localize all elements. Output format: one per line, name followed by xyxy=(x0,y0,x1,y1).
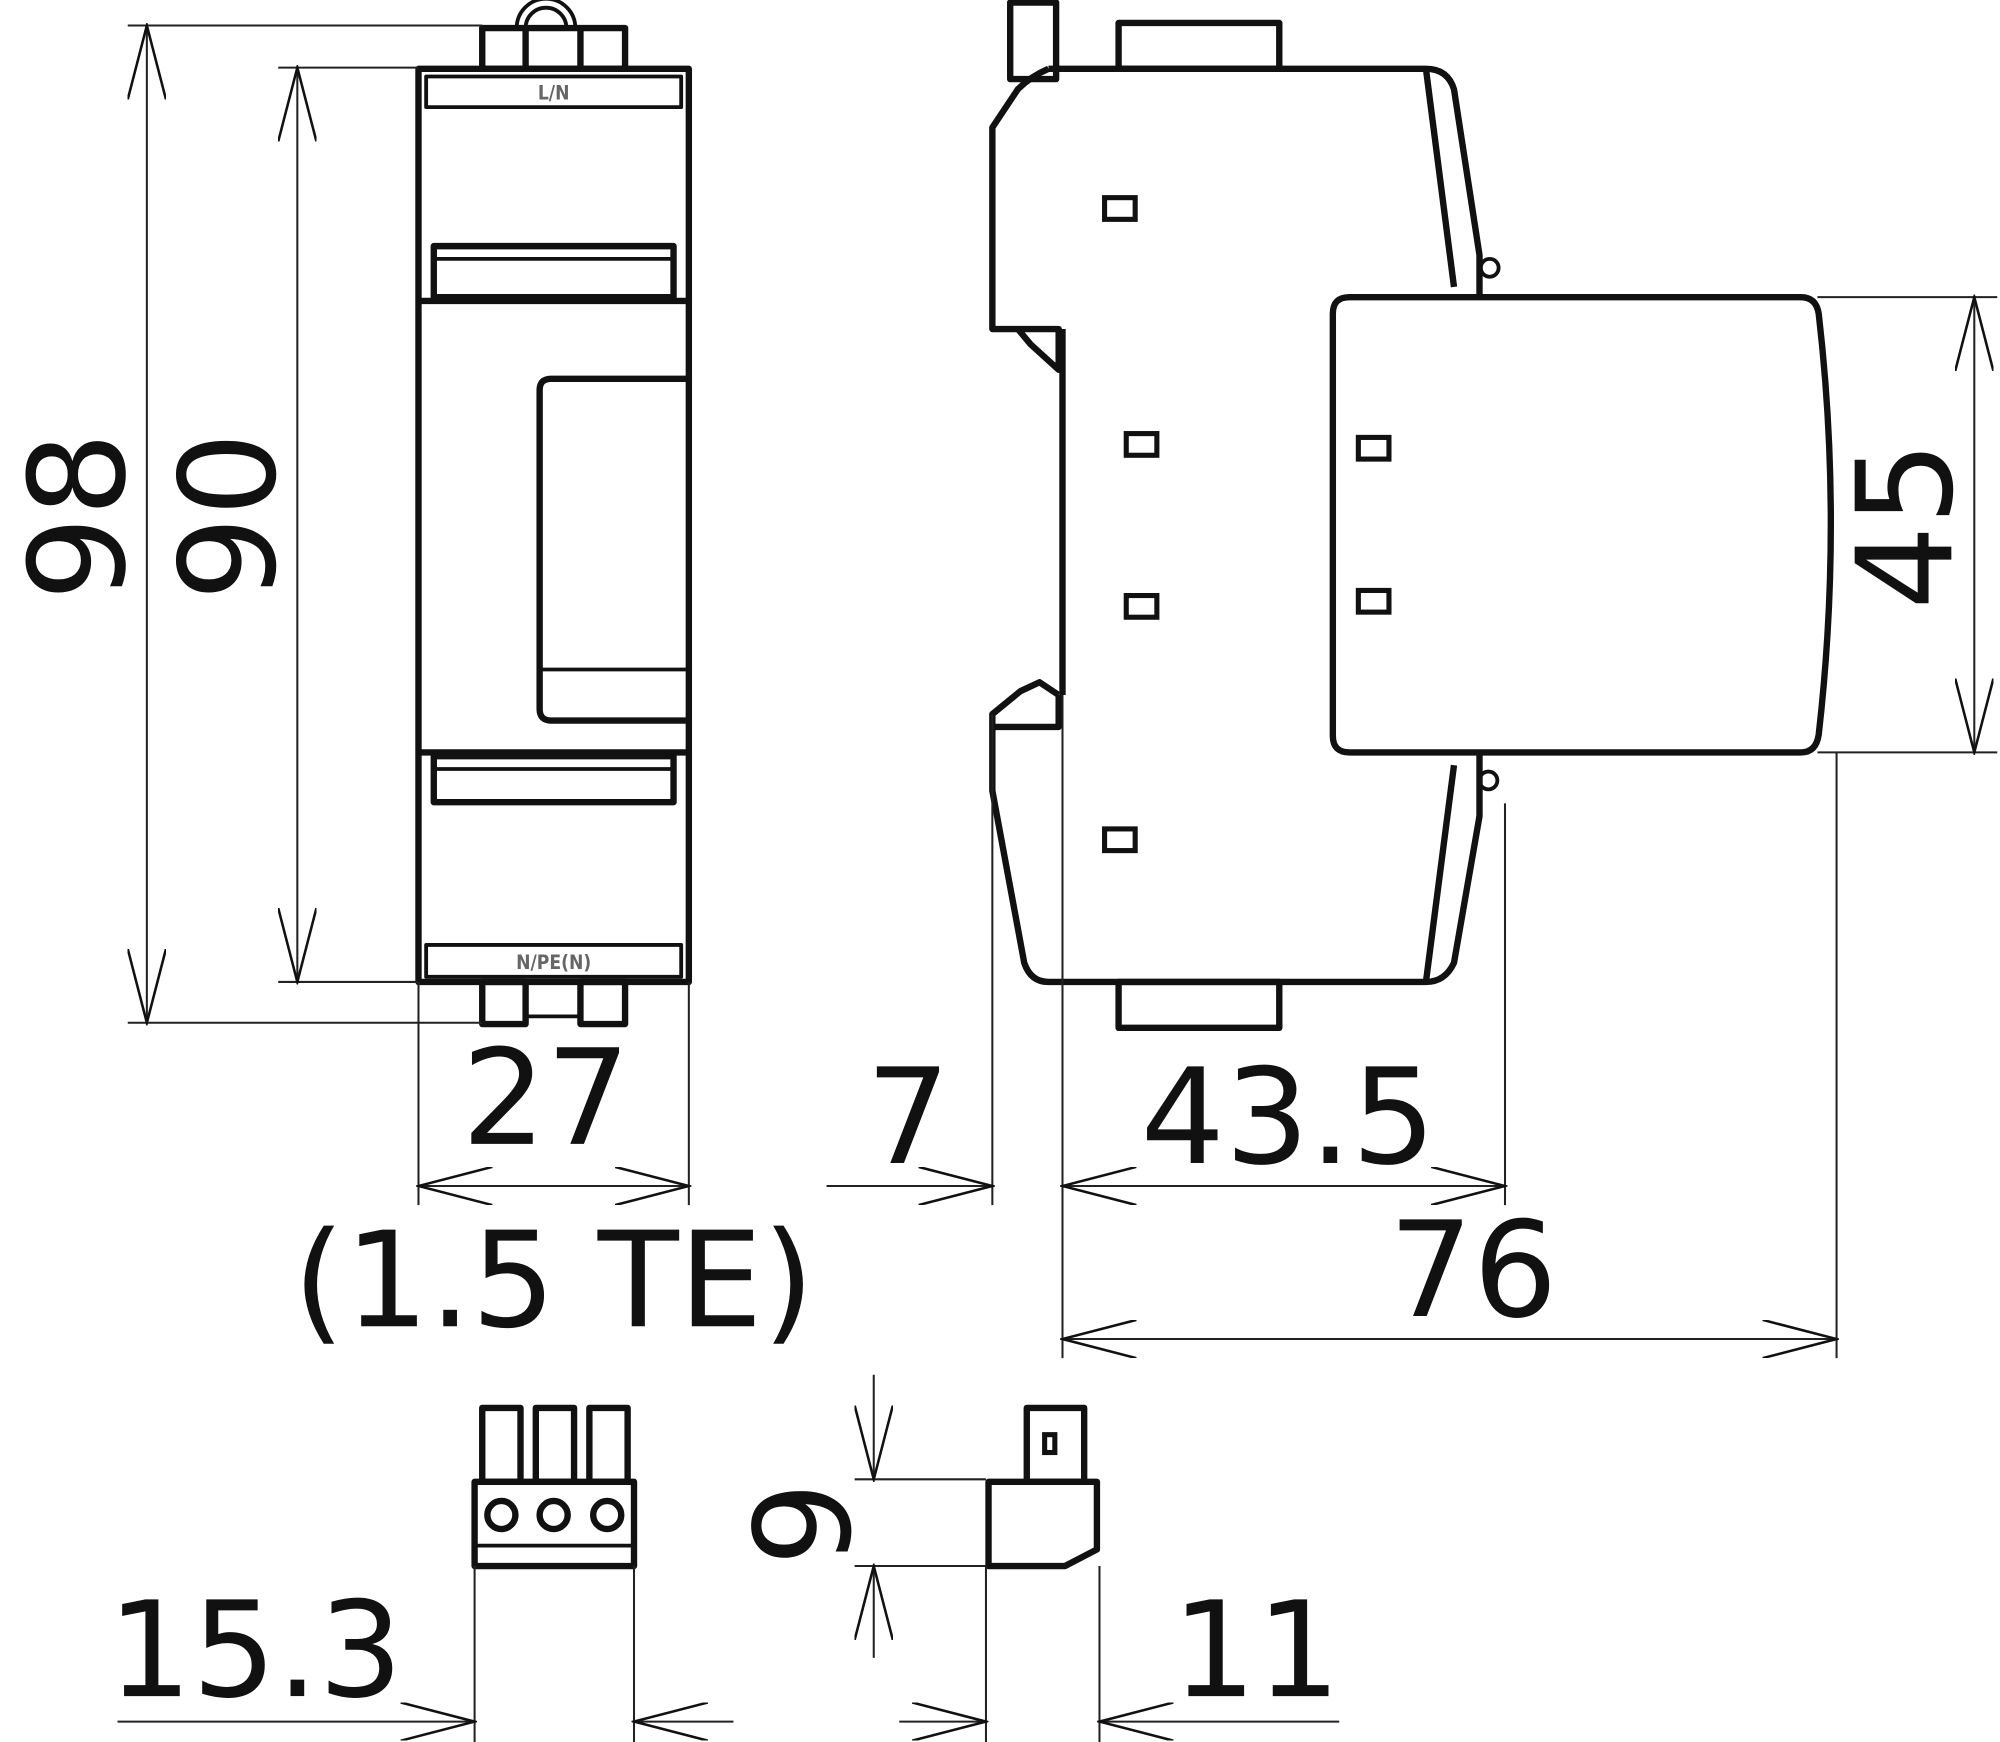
latch-square xyxy=(1102,195,1138,222)
dim-label-76: 76 xyxy=(1389,1194,1558,1348)
dim-connector-depth: 11 xyxy=(899,1566,1341,1742)
dim-module-height: 45 xyxy=(1817,297,1998,752)
terminal-label-top: L/N xyxy=(538,81,570,104)
dim-label-90: 90 xyxy=(152,432,306,601)
terminal-label-bottom: N/PE(N) xyxy=(516,951,591,974)
dim-label-43-5: 43.5 xyxy=(1141,1041,1436,1195)
latch-square xyxy=(1355,434,1392,462)
latch-square xyxy=(1102,826,1138,854)
dim-overall-height: 98 xyxy=(2,26,483,1023)
latch-square xyxy=(1123,592,1160,620)
dim-label-7: 7 xyxy=(866,1041,950,1195)
dim-label-98: 98 xyxy=(2,432,156,601)
connector-side-view xyxy=(985,1404,1101,1570)
dim-connector-width: 15.3 xyxy=(108,1566,734,1742)
dim-body-height: 90 xyxy=(152,68,419,982)
dim-connector-height: 9 xyxy=(728,1374,986,1658)
dim-label-27: 27 xyxy=(462,1022,631,1176)
latch-square xyxy=(1355,587,1392,615)
dim-depths: 7 43.5 76 xyxy=(826,695,1837,1359)
dim-label-15-3: 15.3 xyxy=(108,1574,403,1728)
dim-label-11: 11 xyxy=(1172,1574,1341,1728)
connector-front-view xyxy=(471,1404,638,1570)
dim-label-te: (1.5 TE) xyxy=(293,1204,814,1358)
dim-label-9: 9 xyxy=(728,1482,882,1566)
dim-label-45: 45 xyxy=(1829,441,1983,610)
latch-square xyxy=(1123,431,1160,458)
dim-width: 27 (1.5 TE) xyxy=(293,981,814,1358)
side-view xyxy=(989,0,1834,1032)
front-view: L/N N/PE(N) xyxy=(415,0,693,1028)
